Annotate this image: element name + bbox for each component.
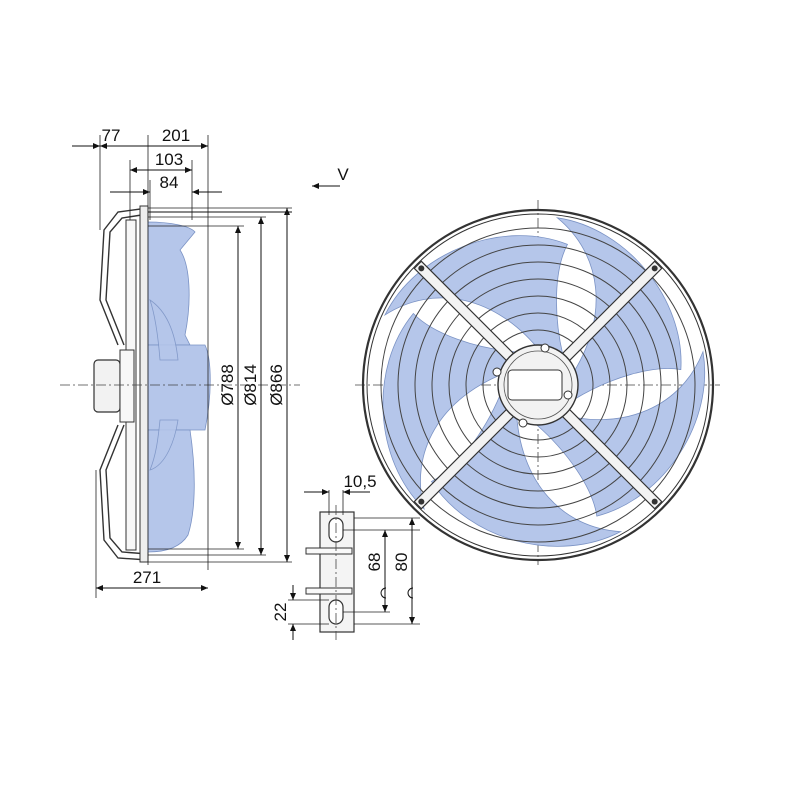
- outer-ring: [361, 208, 715, 562]
- dim-814: Ø814: [241, 364, 260, 406]
- dim-77: 77: [102, 126, 121, 145]
- side-view: [60, 205, 300, 565]
- front-view: [355, 200, 720, 565]
- dim-22: 22: [271, 603, 290, 622]
- guard-ring: [431, 278, 645, 492]
- dim-10-5: 10,5: [343, 472, 376, 491]
- bottom-dimension: 271: [95, 470, 208, 598]
- guard-ring: [380, 227, 696, 543]
- top-dimensions: 77 201 103 84: [72, 126, 292, 570]
- guard-ring: [448, 295, 628, 475]
- dim-103: 103: [155, 150, 183, 169]
- blade: [382, 312, 518, 511]
- motor-body: [93, 359, 121, 413]
- dim-68: 68: [365, 553, 384, 572]
- mounting-bracket-detail: 10,5 68 80 22: [271, 472, 420, 640]
- guard-ring: [482, 329, 594, 441]
- guard-ring: [465, 312, 611, 458]
- dim-84: 84: [160, 173, 179, 192]
- guard-ring: [397, 244, 679, 526]
- view-arrow: V: [312, 165, 349, 189]
- guard-ring: [414, 261, 662, 509]
- blade: [383, 235, 569, 356]
- dim-201: 201: [162, 126, 190, 145]
- view-label: V: [337, 165, 349, 184]
- diameter-dimensions: Ø788 Ø814 Ø866: [148, 207, 292, 563]
- guard-rings: [380, 227, 696, 543]
- dim-80: 80: [392, 553, 411, 572]
- blade: [534, 350, 705, 517]
- dim-271: 271: [133, 568, 161, 587]
- dim-866: Ø866: [267, 364, 286, 406]
- dim-788: Ø788: [218, 364, 237, 406]
